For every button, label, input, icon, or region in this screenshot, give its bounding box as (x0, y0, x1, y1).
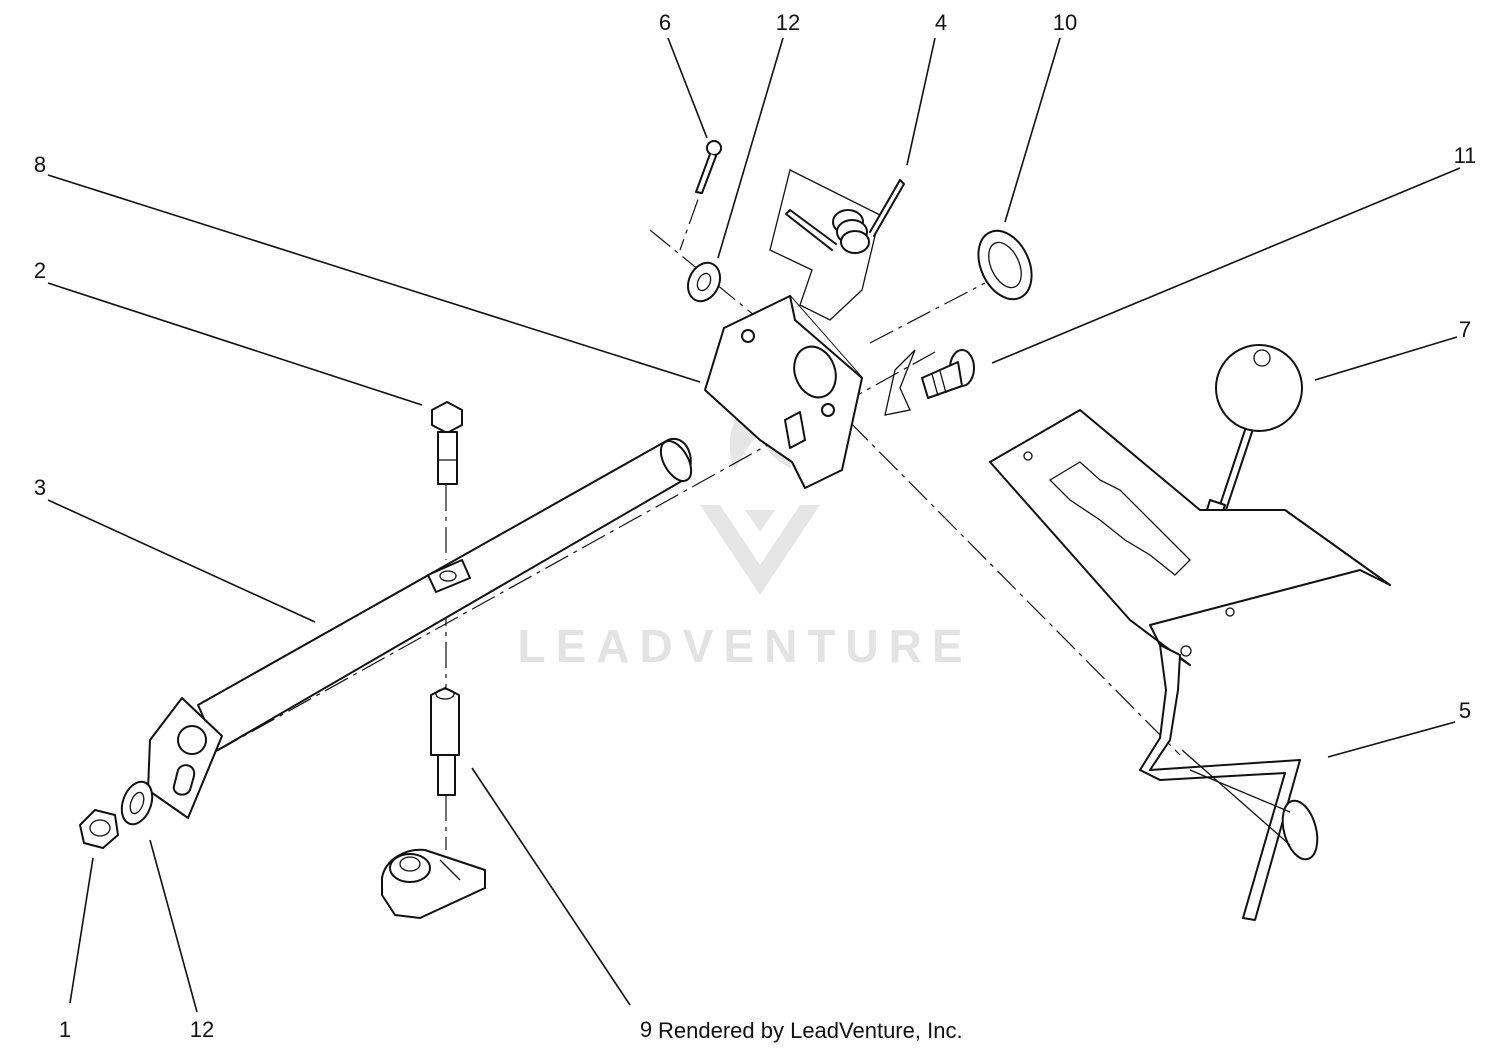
callout-10: 10 (1053, 10, 1077, 35)
carriage-bolt-part-11 (884, 349, 975, 416)
callout-2: 2 (34, 258, 46, 283)
callout-8: 8 (34, 152, 46, 177)
callout-12-upper: 12 (776, 10, 800, 35)
standoff-part-9 (381, 687, 486, 919)
watermark-text: LEADVENTURE (517, 620, 972, 672)
spring-part-4 (769, 169, 905, 321)
washer-part-12-lower (120, 780, 154, 826)
nut-part-1 (79, 809, 119, 849)
callout-7: 7 (1459, 317, 1471, 342)
callout-5: 5 (1459, 698, 1471, 723)
callout-4: 4 (935, 10, 947, 35)
bolt-part-2 (431, 401, 463, 485)
callout-3: 3 (34, 475, 46, 500)
cotter-pin-part-6 (695, 140, 722, 194)
watermark: LEADVENTURE (517, 390, 972, 672)
callout-6: 6 (659, 10, 671, 35)
render-credit: Rendered by LeadVenture, Inc. (658, 1018, 963, 1043)
callout-11: 11 (1454, 143, 1477, 168)
shaft-part-3 (147, 437, 693, 819)
plate-lever-part-5 (989, 409, 1391, 921)
callout-12-lower: 12 (190, 1017, 214, 1042)
callout-labels: 1 2 3 4 5 6 7 8 9 10 11 12 12 (34, 10, 1477, 1042)
callout-1: 1 (59, 1017, 71, 1042)
leader-lines (47, 37, 1461, 1013)
bracket-part-8 (704, 295, 863, 489)
washer-part-12-upper (686, 261, 722, 303)
callout-9: 9 (640, 1017, 652, 1042)
washer-part-10 (977, 229, 1033, 301)
